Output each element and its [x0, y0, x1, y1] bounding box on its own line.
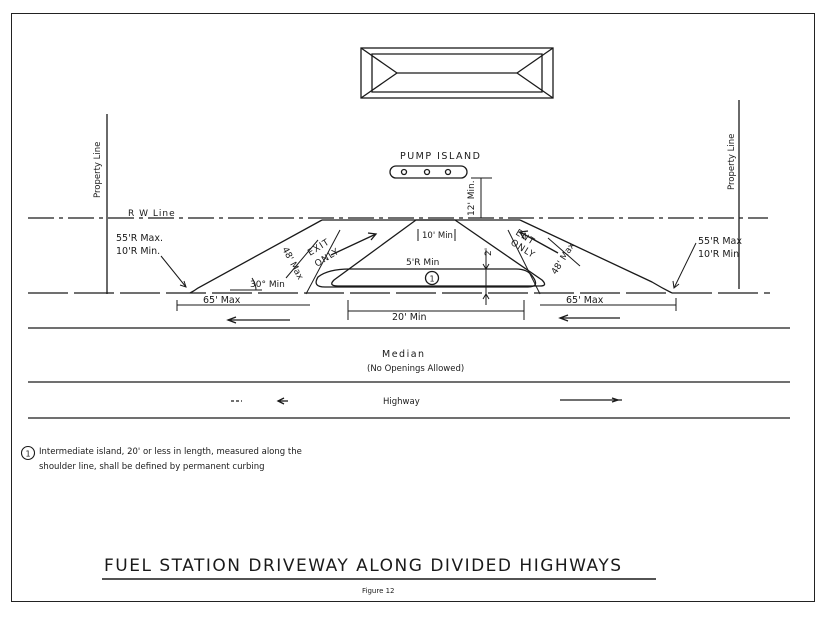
exit-arrow [330, 232, 378, 256]
highway-arrow-left [231, 397, 288, 405]
lane-arrow-left [226, 316, 290, 324]
island-length-dimension [347, 300, 525, 320]
svg-text:1: 1 [26, 450, 31, 459]
station-building [360, 47, 554, 99]
pump-island [389, 165, 468, 179]
island-offset-label: 2' [484, 248, 494, 256]
pump-clearance-label: 12' Min. [467, 180, 477, 216]
island-top-label: 10' Min [422, 231, 453, 241]
width-dimension-left [285, 239, 319, 279]
figure-label: Figure 12 [362, 587, 395, 595]
figure-title: FUEL STATION DRIVEWAY ALONG DIVIDED HIGH… [104, 556, 623, 576]
radius-left-max: 55'R Max. [116, 233, 163, 244]
pump-clearance-dimension [471, 177, 492, 218]
throat-dimension-right [540, 298, 677, 311]
ent-arrow [518, 230, 559, 254]
median-note-label: (No Openings Allowed) [367, 364, 464, 374]
throat-label-right: 65' Max [566, 295, 604, 306]
radius-left-min: 10'R Min. [116, 246, 160, 257]
note-line-2: shoulder line, shall be defined by perma… [39, 462, 265, 472]
island-top-dimension [417, 229, 456, 241]
angle-marker [230, 277, 262, 291]
property-line-label-left: Property Line [93, 142, 103, 198]
radius-leader-right [672, 242, 697, 289]
note-line-1: Intermediate island, 20' or less in leng… [39, 447, 302, 457]
central-island [331, 219, 546, 287]
width-label-left: 48' Max [279, 246, 305, 283]
exit-driveway [189, 219, 416, 295]
throat-label-left: 65' Max [203, 295, 241, 306]
lane-arrow-right [558, 314, 620, 322]
width-dimension-right [547, 237, 581, 267]
highway-label: Highway [383, 397, 420, 407]
radius-right-min: 10'R Min [698, 249, 739, 260]
island-offset-dimension [482, 250, 490, 305]
intermediate-island [315, 268, 537, 288]
rw-line-label: R W Line [128, 209, 176, 219]
radius-right-max: 55'R Max [698, 236, 742, 247]
island-marker-label: 1 [430, 275, 435, 284]
throat-dimension-left [176, 300, 310, 311]
median-label: Median [382, 349, 426, 360]
radius-leader-left [160, 255, 187, 288]
island-radius-label: 5'R Min [406, 258, 439, 268]
angle-label: 30° Min [250, 280, 285, 290]
island-length-label: 20' Min [392, 312, 427, 323]
pump-island-label: PUMP ISLAND [400, 151, 481, 162]
width-label-right: 48' Max [550, 241, 578, 277]
highway-arrow-right [560, 397, 622, 403]
note-marker: 1 [20, 445, 36, 461]
drawing-frame [11, 13, 815, 602]
property-line-label-right: Property Line [727, 134, 737, 190]
